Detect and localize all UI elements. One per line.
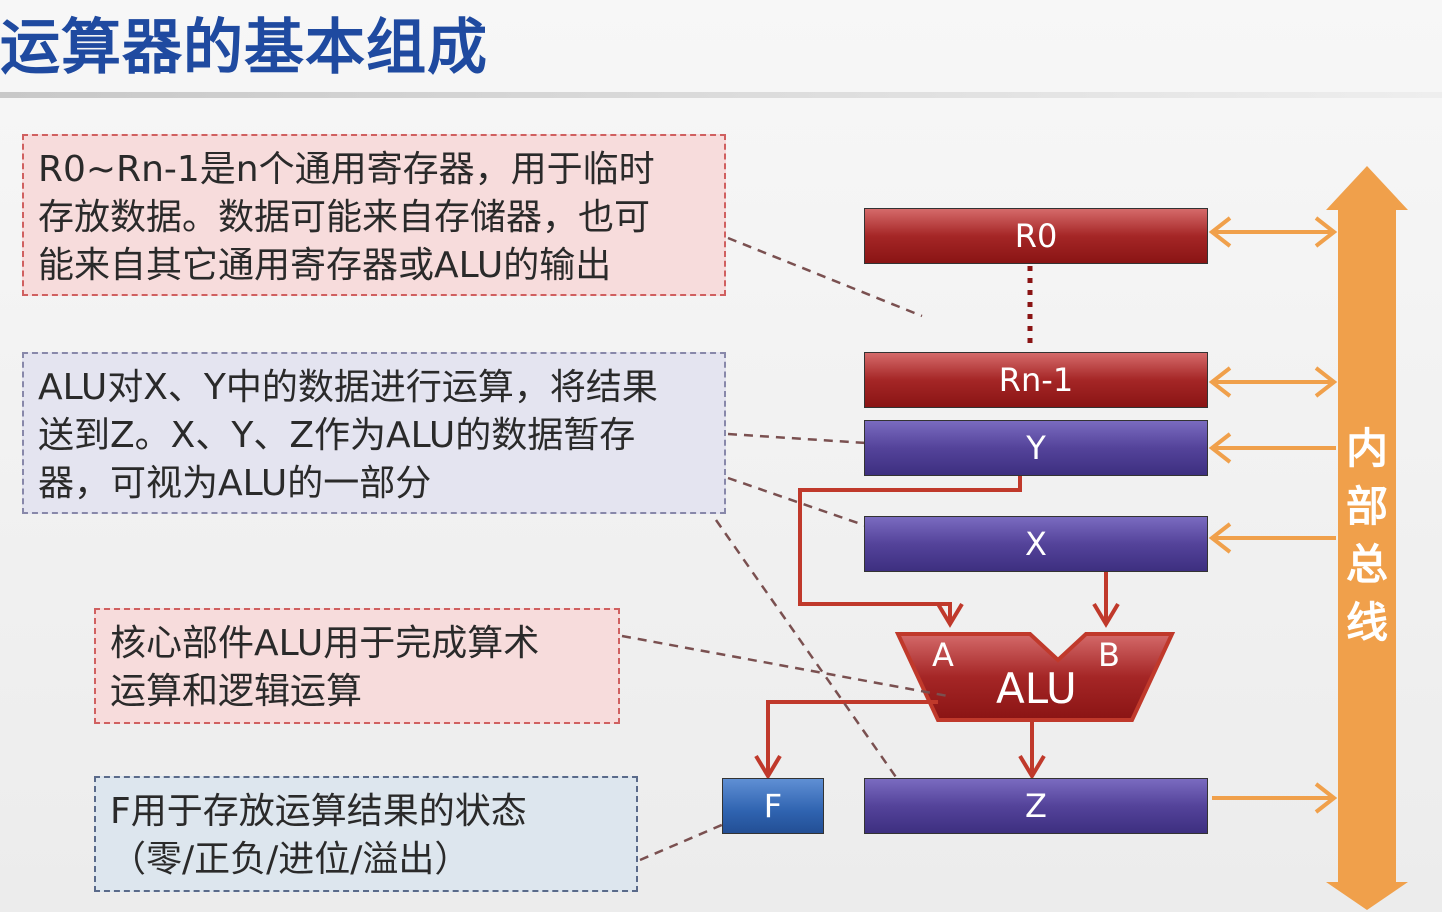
register-f[interactable]: F <box>722 778 824 834</box>
internal-bus-arrow <box>1326 166 1408 910</box>
alu-port-a: A <box>932 636 954 674</box>
note-xyz-line: ALU对X、Y中的数据进行运算，将结果 <box>38 367 658 408</box>
register-z[interactable]: Z <box>864 778 1208 834</box>
note-flags: F用于存放运算结果的状态 （零/正负/进位/溢出） <box>94 776 638 892</box>
internal-bus-label-char: 总 <box>1346 540 1389 589</box>
register-z-label: Z <box>1025 787 1047 825</box>
note-alu-line: 运算和逻辑运算 <box>110 671 363 712</box>
internal-bus-label: 内部总线 <box>1346 420 1389 652</box>
register-x-label: X <box>1025 525 1047 563</box>
internal-bus-label-char: 线 <box>1346 598 1389 647</box>
register-x[interactable]: X <box>864 516 1208 572</box>
note-flags-line: （零/正负/进位/溢出） <box>110 839 471 880</box>
register-r0[interactable]: R0 <box>864 208 1208 264</box>
page-title: 运算器的基本组成 <box>0 13 488 83</box>
register-rn-1[interactable]: Rn-1 <box>864 352 1208 408</box>
note-alu-line: 核心部件ALU用于完成算术 <box>110 623 540 664</box>
register-y-label: Y <box>1026 429 1046 467</box>
note-xyz-line: 器，可视为ALU的一部分 <box>38 463 432 504</box>
register-y[interactable]: Y <box>864 420 1208 476</box>
data-wires <box>754 476 1120 780</box>
alu-shape <box>894 632 1176 722</box>
note-alu: 核心部件ALU用于完成算术 运算和逻辑运算 <box>94 608 620 724</box>
internal-bus-label-char: 内 <box>1346 424 1389 473</box>
alu-label: ALU <box>996 664 1077 713</box>
title-underline <box>0 92 1442 98</box>
note-registers-line: 能来自其它通用寄存器或ALU的输出 <box>38 245 612 286</box>
register-r0-label: R0 <box>1014 217 1058 255</box>
note-xyz-line: 送到Z。X、Y、Z作为ALU的数据暂存 <box>38 415 636 456</box>
note-registers: R0~Rn-1是n个通用寄存器，用于临时 存放数据。数据可能来自存储器，也可 能… <box>22 134 726 296</box>
note-registers-line: 存放数据。数据可能来自存储器，也可 <box>38 197 651 238</box>
note-xyz-registers: ALU对X、Y中的数据进行运算，将结果 送到Z。X、Y、Z作为ALU的数据暂存 … <box>22 352 726 514</box>
register-rn-1-label: Rn-1 <box>998 361 1074 399</box>
bus-connections <box>1208 216 1338 814</box>
note-flags-line: F用于存放运算结果的状态 <box>110 791 527 832</box>
note-registers-line: R0~Rn-1是n个通用寄存器，用于临时 <box>38 149 655 190</box>
register-f-label: F <box>763 787 783 825</box>
alu-port-b: B <box>1098 636 1120 674</box>
internal-bus-label-char: 部 <box>1346 482 1389 531</box>
